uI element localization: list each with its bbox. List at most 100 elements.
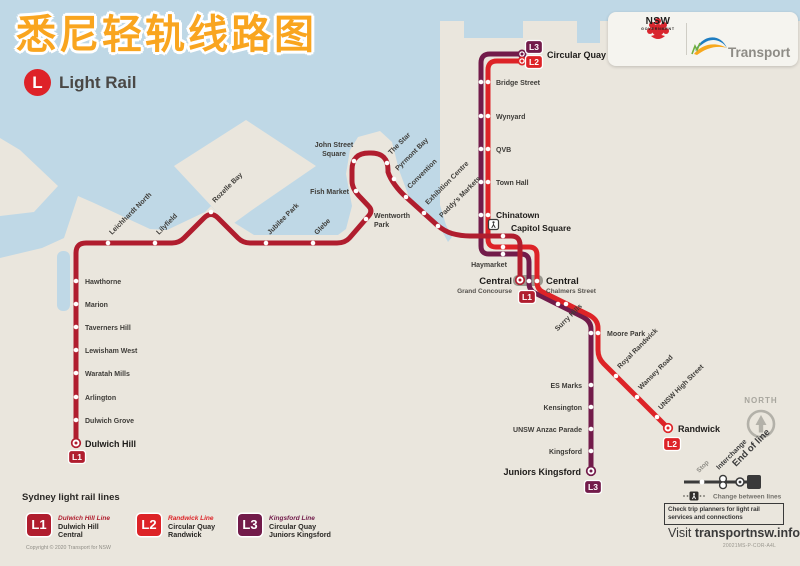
light-rail-mode-icon: L [24, 69, 51, 96]
station-capitol-square: Capitol Square [500, 223, 571, 239]
map-badge-l2: L2 [524, 54, 544, 70]
north-arrow-icon: NORTH [744, 396, 777, 439]
svg-text:Town Hall: Town Hall [496, 180, 529, 187]
website-url: transportnsw.info [694, 526, 800, 540]
terminus-l3 [585, 465, 597, 477]
svg-text:UNSW Anzac Parade: UNSW Anzac Parade [513, 427, 582, 434]
station-qvb: QVB [478, 146, 511, 154]
station-central-grand-concourse-sub: Grand Concourse [457, 288, 512, 295]
svg-text:Dulwich Hill: Dulwich Hill [85, 439, 136, 449]
station-fish-market: Fish Market [310, 188, 359, 196]
l2-line-name: Randwick Line [168, 515, 214, 522]
trip-planner-note: Check trip planners for light rail servi… [664, 503, 784, 525]
l2-to: Randwick [168, 530, 202, 539]
l1-badge: L1 [27, 514, 51, 536]
svg-text:L2: L2 [667, 439, 677, 449]
station-central-chalmers-street: Central [526, 276, 579, 287]
station-wynyard: Wynyard [478, 113, 525, 121]
svg-text:Haymarket: Haymarket [471, 262, 507, 269]
end-of-line-icon [747, 475, 761, 489]
rail-line-l3 [478, 51, 594, 471]
station-dulwich-hill: Dulwich Hill [85, 439, 136, 449]
svg-text:Kensington: Kensington [544, 405, 583, 412]
station-town-hall: Town Hall [478, 179, 529, 187]
svg-text:L2: L2 [529, 57, 539, 67]
svg-text:L3: L3 [529, 42, 539, 52]
svg-text:Arlington: Arlington [85, 395, 116, 402]
change-lines-label: Change between lines [713, 494, 782, 501]
nsw-transport-logo-panel: NSW GOVERNMENT Transport [608, 12, 798, 66]
trip-planner-note-line2: services and connections [668, 514, 743, 521]
station-kensington: Kensington [544, 404, 594, 412]
station-arlington: Arlington [73, 394, 116, 402]
l3-from: Circular Quay [269, 522, 317, 531]
nsw-government-wordmark: NSW GOVERNMENT [641, 16, 675, 32]
svg-text:Dulwich Grove: Dulwich Grove [85, 418, 134, 425]
visit-prefix: Visit [668, 526, 695, 540]
canal-water [57, 251, 70, 311]
mainland [0, 21, 800, 566]
station-randwick: Randwick [678, 424, 721, 434]
l1-from: Dulwich Hill [58, 522, 99, 531]
map-badge-l1: L1 [67, 449, 87, 465]
terminus-l1 [514, 274, 526, 286]
l2-badge: L2 [137, 514, 161, 536]
svg-text:Central: Central [546, 276, 579, 287]
legend-entry-l1: L1 Dulwich Hill Line Dulwich Hill Centra… [27, 514, 110, 539]
terminus-l2 [517, 56, 527, 66]
page-title: 悉尼轻轨线路图 [16, 13, 317, 57]
station-chinatown: Chinatown [478, 210, 539, 220]
svg-text:L3: L3 [588, 482, 598, 492]
station-kingsford: Kingsford [549, 448, 594, 456]
terminus-l3 [517, 49, 527, 59]
svg-text:Moore Park: Moore Park [607, 331, 645, 338]
station-juniors-kingsford: Juniors Kingsford [503, 467, 581, 477]
station-circular-quay: Circular Quay [547, 50, 606, 60]
station-unsw-anzac-parade: UNSW Anzac Parade [513, 426, 594, 434]
stop-icon [699, 479, 705, 485]
transport-wordmark: Transport [728, 45, 791, 60]
l3-line-name: Kingsford Line [269, 515, 315, 522]
svg-text:Chinatown: Chinatown [496, 210, 539, 220]
svg-text:Fish Market: Fish Market [310, 189, 350, 196]
svg-text:ES Marks: ES Marks [550, 383, 582, 390]
svg-text:Circular Quay: Circular Quay [547, 50, 606, 60]
station-es-marks: ES Marks [550, 382, 594, 390]
waratah-icon [647, 18, 727, 55]
svg-text:Wynyard: Wynyard [496, 114, 525, 121]
legend-heading: Sydney light rail lines [22, 492, 120, 503]
map-badge-l2: L2 [662, 436, 682, 452]
svg-text:L1: L1 [522, 292, 532, 302]
station-hawthorne: Hawthorne [73, 278, 121, 286]
terminus-l1 [70, 437, 82, 449]
station-haymarket: Haymarket [471, 244, 508, 269]
svg-text:Marion: Marion [85, 302, 108, 309]
l1-line-name: Dulwich Hill Line [58, 515, 111, 522]
terminus-l2 [662, 422, 674, 434]
station-central-grand-concourse: Central [479, 276, 512, 287]
svg-text:NORTH: NORTH [744, 396, 777, 405]
svg-text:Lewisham West: Lewisham West [85, 348, 138, 355]
station-moore-park: Moore Park [588, 330, 645, 338]
svg-text:Bridge Street: Bridge Street [496, 80, 541, 87]
svg-text:Chalmers Street: Chalmers Street [546, 288, 597, 295]
station-lewisham-west: Lewisham West [73, 347, 138, 355]
balmain-peninsula [174, 120, 316, 226]
map-badge-l1: L1 [517, 289, 537, 305]
map-badge-l3: L3 [583, 479, 603, 495]
svg-text:Hawthorne: Hawthorne [85, 279, 121, 286]
station-dulwich-grove: Dulwich Grove [73, 417, 134, 425]
light-rail-mode-label: Light Rail [59, 73, 137, 92]
svg-text:L1: L1 [72, 452, 82, 462]
station-bridge-street: Bridge Street [478, 79, 541, 87]
l3-to: Juniors Kingsford [269, 530, 331, 539]
svg-text:Capitol Square: Capitol Square [511, 223, 571, 233]
svg-text:Juniors Kingsford: Juniors Kingsford [503, 467, 581, 477]
headland [0, 138, 58, 216]
